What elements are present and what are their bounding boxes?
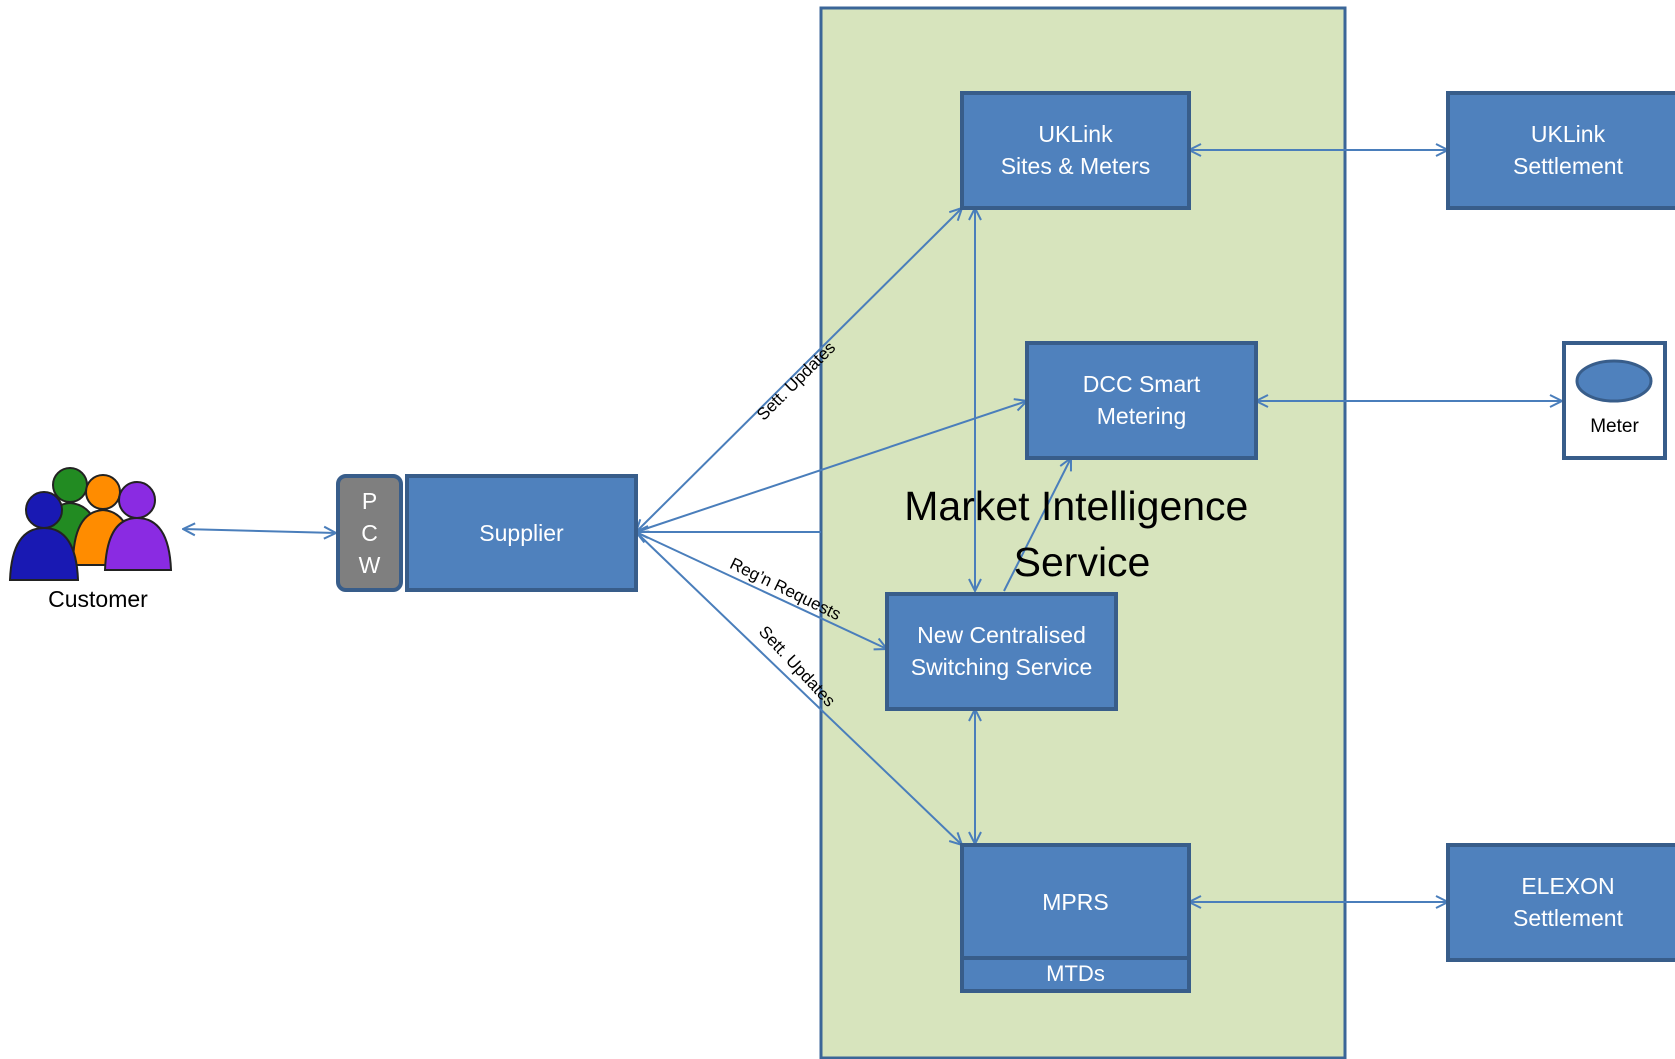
pcw-letter-w: W: [358, 552, 381, 578]
connector-ncss-dcc: [1003, 458, 1071, 592]
elexon-settlement-box[interactable]: [1446, 843, 1675, 962]
uklink-sites-line1: UKLink: [1038, 121, 1113, 147]
ncss-box[interactable]: [885, 592, 1118, 711]
elexon-label: ELEXON Settlement: [1448, 870, 1675, 934]
dcc-smart-metering-box[interactable]: [1025, 341, 1258, 460]
customer-label: Customer: [48, 586, 148, 612]
uklink-settlement-line2: Settlement: [1513, 153, 1623, 179]
uklink-sites-line2: Sites & Meters: [1000, 153, 1151, 179]
mprs-box[interactable]: [960, 843, 1191, 960]
connector-supplier-ncss: [636, 532, 887, 649]
dcc-label: DCC Smart Metering: [1027, 368, 1256, 432]
uklink-settlement-label: UKLink Settlement: [1448, 118, 1675, 182]
pcw-letter-c: C: [361, 520, 378, 546]
supplier-label: Supplier: [479, 520, 564, 546]
ncss-label: New Centralised Switching Service: [887, 619, 1116, 683]
dcc-line2: Metering: [1096, 403, 1187, 429]
pcw-box[interactable]: [336, 474, 403, 592]
elexon-line1: ELEXON: [1521, 873, 1615, 899]
customer-group-icon: [8, 467, 173, 581]
uklink-settlement-line1: UKLink: [1530, 121, 1606, 147]
dcc-line1: DCC Smart: [1082, 371, 1201, 397]
ncss-line2: Switching Service: [910, 654, 1093, 680]
region-title: Market Intelligence Service: [904, 483, 1260, 585]
connector-supplier-mprs: [635, 531, 962, 845]
connector-supplier-uklink: [636, 208, 962, 532]
pcw-letter-p: P: [361, 488, 378, 514]
uklink-sites-meters-label: UKLink Sites & Meters: [962, 118, 1189, 182]
ncss-line1: New Centralised: [917, 622, 1086, 648]
meter-icon: [1575, 359, 1653, 403]
connector-supplier-dcc: [635, 401, 1027, 533]
mtds-box[interactable]: [960, 956, 1191, 993]
meter-label: Meter: [1590, 416, 1639, 437]
elexon-line2: Settlement: [1513, 905, 1623, 931]
mprs-label: MPRS: [1042, 889, 1109, 915]
uklink-settlement-box[interactable]: [1446, 91, 1675, 210]
supplier-box[interactable]: [405, 474, 638, 592]
connector-customer-pcw: [183, 529, 336, 533]
mtds-label: MTDs: [1046, 961, 1105, 986]
uklink-sites-meters-box[interactable]: [960, 91, 1191, 210]
pcw-label: P C W: [338, 485, 401, 581]
